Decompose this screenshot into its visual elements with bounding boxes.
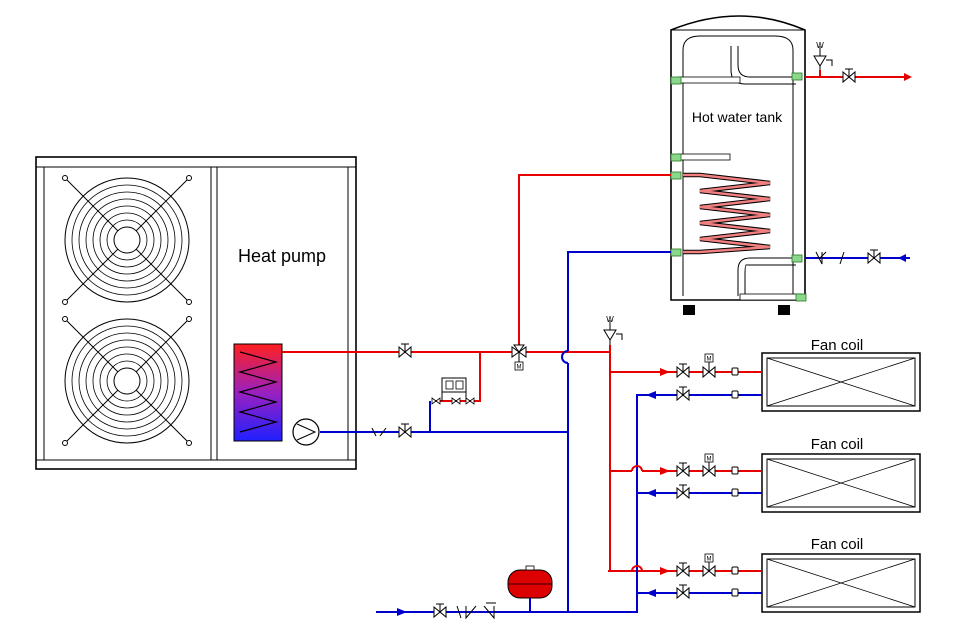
motor-valve-icon: M xyxy=(702,353,716,379)
fan-coil-label: Fan coil xyxy=(811,536,864,553)
tank-connectors xyxy=(670,72,807,302)
fan-coil-label: Fan coil xyxy=(811,337,864,354)
valve-icon xyxy=(842,68,856,83)
supply-pipes xyxy=(282,70,910,594)
hot-water-tank xyxy=(670,15,806,315)
three-way-valve-icon: M xyxy=(511,344,527,371)
heat-exchanger xyxy=(233,343,283,442)
motor-valve-icon: M xyxy=(702,553,716,578)
fan-coil-unit xyxy=(761,453,921,513)
motor-label: M xyxy=(707,457,712,463)
valve-icon xyxy=(398,343,412,358)
fan-coil-unit xyxy=(761,352,921,412)
pipe-fittings xyxy=(731,367,739,597)
safety-valve-icon: W xyxy=(813,41,833,70)
valve-icon xyxy=(676,484,690,499)
filter-icon xyxy=(431,377,475,405)
safety-valve-icon: W xyxy=(603,315,623,345)
valve-icon xyxy=(433,603,447,618)
pump-icon xyxy=(292,418,320,446)
valve-icon xyxy=(398,423,412,438)
expansion-vessel-icon xyxy=(507,565,553,612)
heat-pump-unit xyxy=(35,156,357,470)
valve-icon xyxy=(676,462,690,477)
heat-pump-label: Heat pump xyxy=(238,246,326,266)
pipe-crossings xyxy=(561,350,643,572)
spring-label: W xyxy=(816,41,824,50)
fan-coil-label: Fan coil xyxy=(811,436,864,453)
tank-coil xyxy=(683,172,771,255)
fan-coil-unit xyxy=(761,553,921,613)
motor-label: M xyxy=(707,557,712,563)
motor-label: M xyxy=(517,365,522,371)
tank-label: Hot water tank xyxy=(692,109,783,125)
motor-label: M xyxy=(707,357,712,363)
valve-icon xyxy=(676,562,690,577)
motor-valve-icon: M xyxy=(702,453,716,478)
spring-label: W xyxy=(606,315,614,324)
valve-icon xyxy=(676,584,690,599)
valve-icon xyxy=(676,363,690,378)
flow-arrows xyxy=(397,73,912,616)
check-valve-icon xyxy=(371,251,845,620)
valve-icon xyxy=(867,249,881,264)
valve-icon xyxy=(676,386,690,401)
